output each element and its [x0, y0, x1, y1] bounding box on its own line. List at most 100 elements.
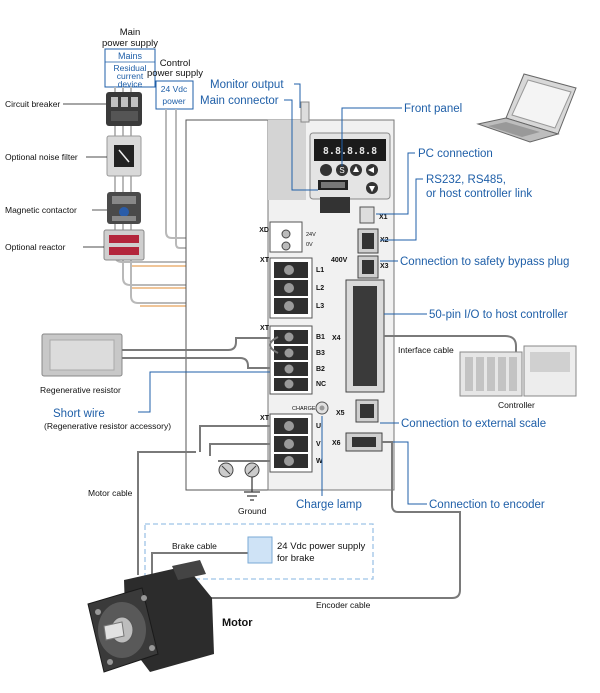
- dc24-label-line2: power: [162, 96, 185, 106]
- control-power-title-line2: power supply: [147, 68, 203, 79]
- key-s-label: S: [339, 166, 344, 175]
- reactor: Optional reactor: [5, 229, 145, 261]
- l3-label: L3: [316, 303, 324, 310]
- main-connector-label: Main connector: [200, 95, 279, 107]
- x1-port: [359, 206, 375, 224]
- interface-cable: [384, 335, 517, 356]
- short-wire-note: (Regenerative resistor accessory): [44, 421, 171, 431]
- xd-terminal-0v: [281, 241, 291, 251]
- x5-socket: [360, 404, 374, 418]
- regen-resistor-fins: [49, 339, 115, 371]
- brake-dashed-box: [144, 523, 374, 580]
- controller-cpu-panel: [530, 352, 570, 372]
- rcd-label-line2: current: [117, 71, 144, 81]
- key-down-left[interactable]: [320, 164, 332, 176]
- charge-lamp-center: [319, 405, 325, 411]
- led-display-text: 8.8.8.8.8: [323, 146, 377, 157]
- flange-bolt-1: [95, 609, 101, 615]
- motor-icon: Motor: [87, 560, 253, 673]
- contactor-indicator: [119, 207, 129, 217]
- monitor-output-callout: [294, 83, 301, 108]
- terminal-screw-u: [284, 421, 294, 431]
- rcd-label-line3: device: [118, 79, 143, 89]
- controller-module-1: [465, 357, 473, 391]
- safety-bypass-label: Connection to safety bypass plug: [400, 256, 569, 268]
- motor-wire-v: [209, 443, 270, 456]
- b3-label: B3: [316, 350, 325, 357]
- x4-label: X4: [332, 335, 341, 342]
- control-power-supply-group: Control power supply 24 Vdc power: [147, 58, 203, 110]
- brake-cable-line: [151, 552, 248, 578]
- breaker-label-plate: [111, 111, 138, 121]
- terminal-screw-l3: [284, 301, 294, 311]
- wire-0v: [175, 109, 268, 249]
- noise-filter-mark: [118, 149, 130, 163]
- x6-label: X6: [332, 440, 341, 447]
- flange-bolt-2: [141, 595, 147, 601]
- x4-pin-block: [353, 286, 377, 386]
- label-24v: 24V: [306, 232, 316, 238]
- terminal-screw-l1: [284, 265, 294, 275]
- v400-label: 400V: [331, 257, 348, 264]
- regen-resistor-label: Regenerative resistor: [40, 385, 121, 395]
- x3-label: X3: [380, 263, 389, 270]
- circuit-breaker: Circuit breaker: [5, 92, 142, 126]
- main-power-title-line1: Main: [120, 27, 141, 38]
- noise-filter: Optional noise filter: [5, 135, 142, 177]
- pc-connection-callout: [376, 152, 415, 215]
- breaker-switch-3: [131, 97, 138, 107]
- terminal-screw-b2: [284, 364, 294, 374]
- monitor-output-label: Monitor output: [210, 79, 284, 91]
- reactor-label: Optional reactor: [5, 242, 66, 252]
- external-scale-label: Connection to external scale: [401, 418, 546, 430]
- terminal-screw-b1: [284, 332, 294, 342]
- l1-label: L1: [316, 267, 324, 274]
- regenerative-resistor: Regenerative resistor: [40, 333, 270, 395]
- motor-cable-main: [137, 451, 196, 575]
- x6-socket: [352, 437, 376, 447]
- motor-label: Motor: [222, 617, 253, 629]
- x5-label: X5: [336, 410, 345, 417]
- rs-callout: [380, 178, 423, 241]
- encoder-cable-label: Encoder cable: [316, 600, 371, 610]
- rs-label-line1: RS232, RS485,: [426, 174, 506, 186]
- drive-top-tab: [300, 101, 310, 123]
- dc24-label-line1: 24 Vdc: [161, 84, 188, 94]
- mains-box: [104, 48, 156, 88]
- brake-supply: Brake cable 24 Vdc power supply for brak…: [144, 523, 374, 580]
- brake-ps-label-line2: for brake: [277, 553, 315, 564]
- magnetic-contactor: Magnetic contactor: [5, 192, 141, 224]
- encoder-callout: [384, 441, 427, 505]
- l2-label: L2: [316, 285, 324, 292]
- magnetic-contactor-label: Magnetic contactor: [5, 205, 77, 215]
- encoder-label: Connection to encoder: [429, 499, 545, 511]
- short-wire-jumper: [269, 336, 279, 354]
- wire-l2: [122, 87, 270, 286]
- arrow-left-icon: [368, 167, 374, 173]
- brake-cable-label: Brake cable: [172, 541, 217, 551]
- circuit-breaker-label: Circuit breaker: [5, 99, 60, 109]
- interface-cable-label: Interface cable: [398, 345, 454, 355]
- xt3-label: XT: [260, 415, 270, 422]
- x2-socket: [362, 233, 374, 249]
- terminal-screw-b3: [284, 348, 294, 358]
- mains-label: Mains: [118, 51, 143, 61]
- xt2-label: XT: [260, 325, 270, 332]
- motor-cable-label: Motor cable: [88, 488, 133, 498]
- main-connector-callout: [284, 99, 318, 191]
- led-display: [314, 139, 386, 161]
- motor-connector-box: [172, 560, 206, 580]
- b2-label: B2: [316, 366, 325, 373]
- short-wire-label: Short wire: [53, 408, 105, 420]
- io-50pin-label: 50-pin I/O to host controller: [429, 309, 568, 321]
- short-wire-callout: [138, 371, 270, 413]
- main-power-title-line2: power supply: [102, 38, 158, 49]
- terminal-screw-w: [284, 456, 294, 466]
- key-s[interactable]: [336, 164, 348, 176]
- reactor-terminal-block-bottom: [109, 247, 139, 255]
- charge-label: CHARGE: [292, 406, 316, 412]
- x3-socket: [362, 260, 374, 274]
- servo-drive: 8.8.8.8.8 S XD 24V 0V XT L1: [185, 101, 395, 491]
- contactor-bottom-terminals: [112, 216, 136, 221]
